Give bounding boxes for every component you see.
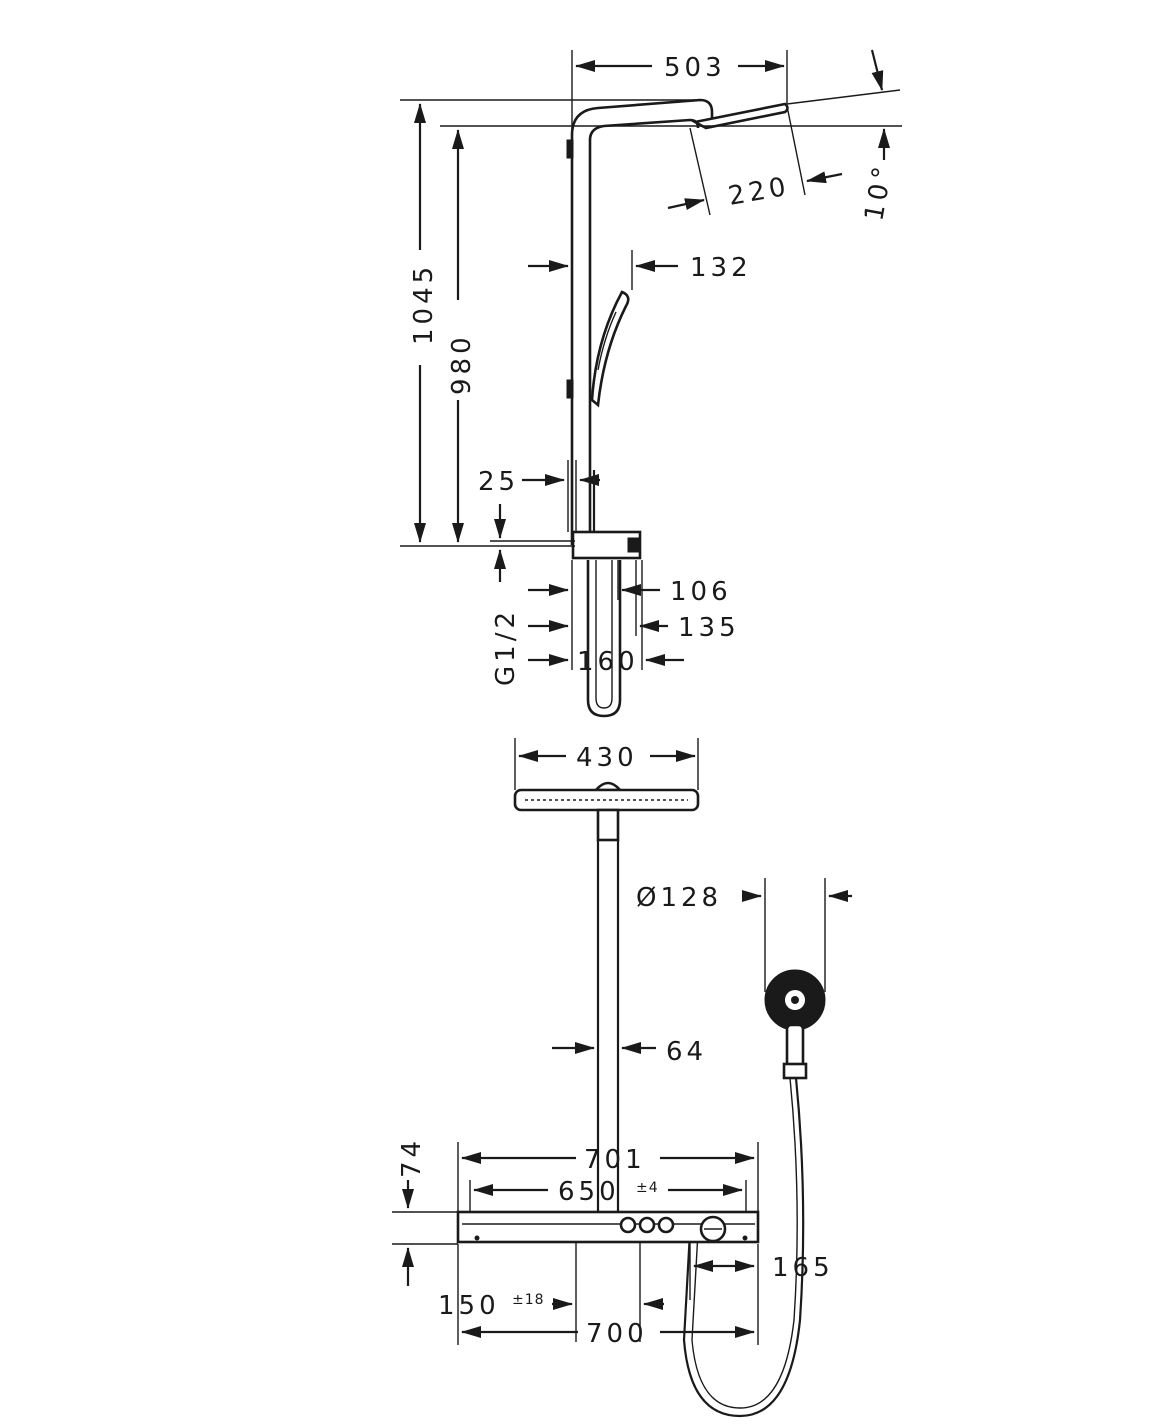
dim-220: 220 xyxy=(726,172,792,212)
dim-74: 74 xyxy=(397,1137,427,1178)
dim-150-tolerance: ±18 xyxy=(512,1292,545,1308)
dim-132: 132 xyxy=(690,253,752,283)
dim-700: 700 xyxy=(586,1319,648,1349)
front-overhead-shower xyxy=(513,781,700,1212)
dim-g1-2: G1/2 xyxy=(491,608,521,686)
dim-980: 980 xyxy=(447,333,477,395)
dim-106: 106 xyxy=(670,577,732,607)
dim-160: 160 xyxy=(577,647,639,677)
dim-165: 165 xyxy=(772,1253,834,1283)
dim-135: 135 xyxy=(678,613,740,643)
dim-128: Ø128 xyxy=(636,883,722,913)
side-shower-column xyxy=(566,98,789,718)
dim-25: 25 xyxy=(478,467,519,497)
dim-64: 64 xyxy=(666,1037,707,1067)
dim-650: 650 xyxy=(558,1177,620,1207)
dim-1045: 1045 xyxy=(409,263,439,345)
dim-150: 150 xyxy=(438,1291,500,1321)
dim-503: 503 xyxy=(664,53,726,83)
dim-10-deg: 10° xyxy=(859,161,899,223)
front-view: 430 Ø128 64 xyxy=(392,738,852,1418)
dim-701: 701 xyxy=(584,1145,646,1175)
dim-650-tolerance: ±4 xyxy=(636,1180,659,1196)
front-hand-shower xyxy=(682,969,826,1418)
side-view: 503 1045 980 220 10° 132 xyxy=(400,49,902,718)
dim-430: 430 xyxy=(576,743,638,773)
front-thermostat-shelf xyxy=(456,1210,760,1244)
